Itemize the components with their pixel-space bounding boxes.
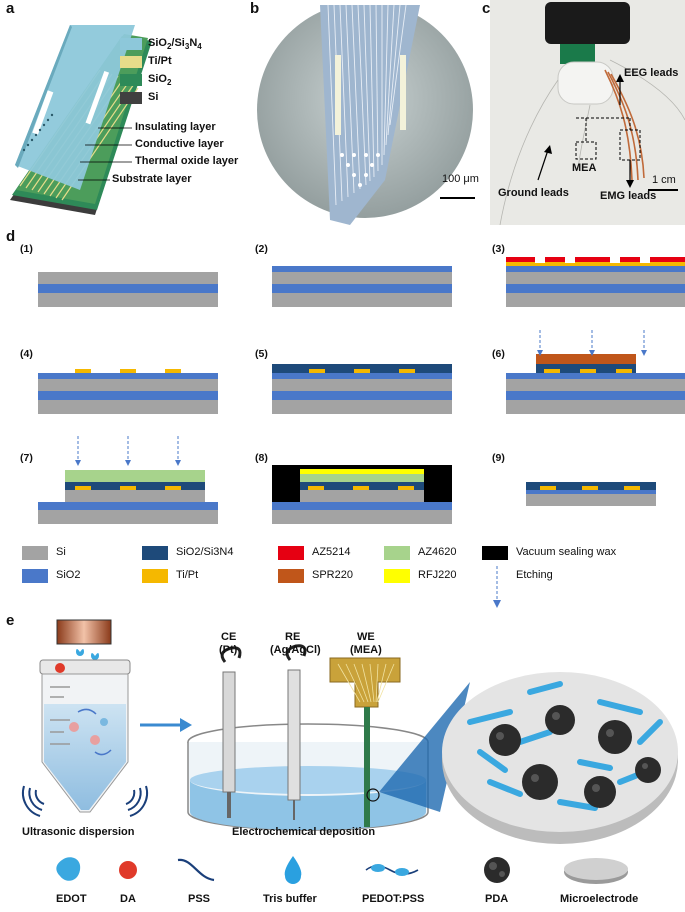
d-legend-label-wax: Vacuum sealing wax (516, 546, 617, 558)
legend-label-pss: PSS (188, 893, 211, 905)
label-ce: CE (221, 631, 237, 643)
step-5-stack (272, 364, 452, 414)
d-legend-swatch-spr220 (278, 569, 304, 583)
d-legend-label-az5214: AZ5214 (312, 546, 351, 558)
scale-bar-label-c: 1 cm (652, 174, 676, 186)
step-2-stack (272, 266, 452, 307)
step-7-stack (38, 470, 218, 524)
pss-icon (177, 858, 215, 882)
d-legend-label-az4620: AZ4620 (418, 546, 457, 558)
step-1-stack (38, 272, 218, 307)
scale-bar-label-b: 100 μm (442, 173, 479, 185)
label-we: WE (357, 631, 375, 643)
step-3-stack (506, 257, 685, 307)
label-ground-leads: Ground leads (498, 187, 569, 199)
d-legend-swatch-sio2-si3n4 (142, 546, 168, 560)
layer-label-substrate: Substrate layer (112, 173, 192, 185)
step-label-8: (8) (255, 452, 268, 464)
d-legend-swatch-sio2 (22, 569, 48, 583)
d-legend-label-spr220: SPR220 (312, 569, 353, 581)
step-label-5: (5) (255, 348, 268, 360)
label-ultrasonic-dispersion: Ultrasonic dispersion (22, 826, 135, 838)
panel-label-d: d (6, 228, 16, 245)
layer-label-thermal-oxide: Thermal oxide layer (135, 155, 239, 167)
d-legend-label-rfj220: RFJ220 (418, 569, 457, 581)
label-electrochemical-deposition: Electrochemical deposition (232, 826, 376, 838)
label-we-sub: (MEA) (350, 644, 382, 656)
pedot-pss-icon (365, 864, 419, 876)
legend-label-ti-pt: Ti/Pt (148, 55, 172, 67)
panel-e-illustration (21, 619, 678, 844)
step-6-stack (506, 354, 685, 414)
d-legend-swatch-ti-pt (142, 569, 168, 583)
label-re: RE (285, 631, 301, 643)
legend-label-sio2: SiO2 (148, 73, 172, 88)
legend-label-da: DA (120, 893, 136, 905)
da-icon (119, 861, 137, 879)
panel-label-b: b (250, 0, 260, 17)
label-ce-sub: (Pt) (219, 644, 238, 656)
step-4-stack (38, 369, 218, 414)
d-legend-swatch-az4620 (384, 546, 410, 560)
step-label-6: (6) (492, 348, 505, 360)
step-9-stack (526, 482, 656, 506)
panel-label-a: a (6, 0, 15, 17)
step-label-3: (3) (492, 243, 505, 255)
d-legend-label-sio2: SiO2 (56, 569, 81, 581)
legend-label-sio2-si3n4: SiO2/Si3N4 (148, 37, 202, 52)
d-legend-label-si: Si (56, 546, 66, 558)
panel-d-process-flow (38, 257, 685, 524)
label-emg-leads: EMG leads (600, 190, 657, 202)
d-legend-label-sio2-si3n4: SiO2/Si3N4 (176, 546, 234, 558)
legend-label-tris-buffer: Tris buffer (263, 893, 317, 905)
legend-label-si: Si (148, 91, 159, 103)
label-re-sub: (Ag/AgCl) (270, 644, 321, 656)
legend-label-pedot-pss: PEDOT:PSS (362, 893, 425, 905)
panel-b-micrograph (257, 5, 475, 225)
microelectrode-icon (564, 858, 628, 884)
d-legend-swatch-wax (482, 546, 508, 560)
d-legend-label-ti-pt: Ti/Pt (176, 569, 199, 581)
d-legend-label-etching: Etching (516, 569, 553, 581)
step-8-stack (272, 465, 452, 524)
legend-label-microelectrode: Microelectrode (560, 893, 639, 905)
legend-label-edot: EDOT (56, 893, 87, 905)
legend-swatch-sio2 (120, 74, 142, 86)
d-legend-swatch-az5214 (278, 546, 304, 560)
step-label-9: (9) (492, 452, 505, 464)
panel-label-c: c (482, 0, 491, 17)
label-mea: MEA (572, 162, 597, 174)
step-label-7: (7) (20, 452, 33, 464)
panel-e-legend-icons (56, 856, 628, 884)
pda-icon (484, 857, 510, 883)
step-label-2: (2) (255, 243, 268, 255)
panel-c-photo (490, 0, 685, 225)
panel-label-e: e (6, 612, 15, 629)
step-label-1: (1) (20, 243, 33, 255)
legend-swatch-sio2-si3n4 (120, 38, 142, 50)
step-label-4: (4) (20, 348, 33, 360)
edot-icon (56, 857, 81, 881)
d-legend-swatch-rfj220 (384, 569, 410, 583)
legend-swatch-ti-pt (120, 56, 142, 68)
layer-label-conductive: Conductive layer (135, 138, 224, 150)
d-legend-swatch-si (22, 546, 48, 560)
panel-a-device-illustration (10, 25, 152, 215)
label-eeg-leads: EEG leads (624, 67, 679, 79)
tris-buffer-icon (284, 856, 302, 884)
legend-swatch-si (120, 92, 142, 104)
etching-arrow-icon (493, 566, 501, 608)
layer-label-insulating: Insulating layer (135, 121, 216, 133)
legend-label-pda: PDA (485, 893, 509, 905)
